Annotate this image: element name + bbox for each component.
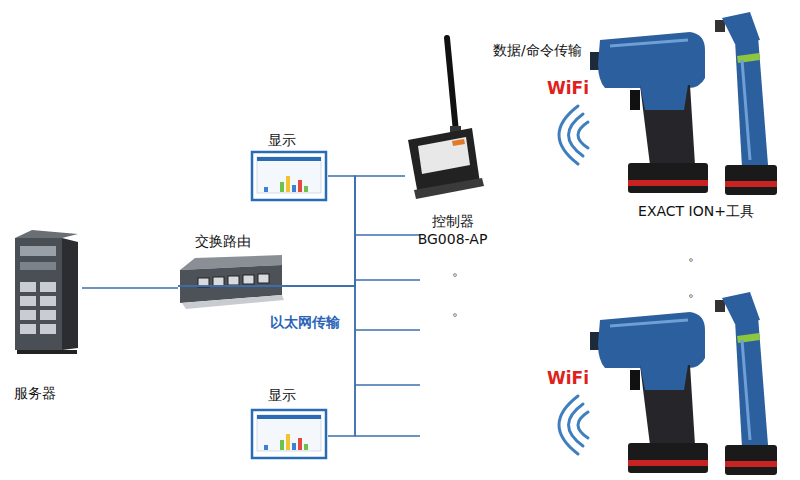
tool-illustration [590, 292, 777, 475]
server-drive [40, 296, 56, 306]
ethernet-wire [178, 176, 355, 286]
antenna [447, 38, 456, 132]
branch-line [355, 329, 420, 331]
ethernet-label: 以太网传输 [270, 314, 340, 331]
server-front [15, 238, 62, 350]
switch-port [243, 275, 254, 284]
server-drive [40, 282, 56, 292]
node-text: 交换路由 [195, 232, 251, 250]
display-node: 显示 [250, 386, 328, 459]
branch-line [355, 384, 420, 386]
wifi-waves [559, 396, 588, 454]
controller-logo [452, 139, 465, 146]
ethernet-wire [284, 176, 405, 286]
ellipsis-dot: 。 [688, 247, 702, 264]
node-text: 控制器 [432, 212, 474, 230]
branch-line [355, 279, 420, 281]
tool-node: EXACT ION+工具 [600, 0, 792, 222]
server-bay [20, 262, 56, 270]
branch-line [355, 435, 420, 437]
switch-node: 交换路由 [178, 232, 284, 312]
wifi-label: WiFi [547, 368, 589, 388]
controller-node: 控制器BG008-AP [405, 28, 500, 250]
branch-line [355, 234, 420, 236]
ellipsis-dot: 。 [452, 262, 466, 279]
monitor-illustration [252, 152, 326, 200]
node-text: EXACT ION+工具 [638, 202, 754, 220]
server-illustration [15, 230, 78, 354]
switch-port [228, 276, 239, 285]
server-drive [40, 324, 56, 334]
ethernet-wire [82, 287, 178, 289]
ellipsis-dot: 。 [452, 302, 466, 319]
server-drive [20, 324, 36, 334]
transfer-label: 数据/命令传输 [493, 42, 582, 59]
server-node: 服务器 [10, 226, 82, 404]
wifi-label: WiFi [547, 78, 589, 98]
wifi-waves [559, 106, 588, 164]
display-node: 显示 [250, 131, 328, 202]
node-text: 显示 [268, 131, 296, 149]
server-base [17, 350, 77, 354]
controller-label [418, 137, 470, 174]
server-drive [20, 296, 36, 306]
controller-flange [414, 178, 484, 199]
node-text: 服务器 [14, 384, 56, 402]
node-text: BG008-AP [418, 230, 488, 248]
ethernet-wire [178, 286, 355, 436]
tool-illustration [590, 12, 777, 195]
server-drive [20, 282, 36, 292]
server-drive [40, 310, 56, 320]
bus-wires [355, 176, 420, 436]
switch-shadow [182, 295, 284, 309]
server-top [15, 230, 78, 238]
switch-illustration [180, 255, 284, 309]
server-side [62, 238, 78, 350]
controller-illustration [408, 38, 484, 199]
server-drive [20, 310, 36, 320]
ellipsis-dot: 。 [688, 283, 702, 300]
monitor-illustration [252, 410, 326, 458]
node-text: 显示 [268, 386, 296, 404]
server-bay [20, 246, 56, 256]
switch-port [213, 277, 224, 286]
switch-port [258, 274, 269, 283]
